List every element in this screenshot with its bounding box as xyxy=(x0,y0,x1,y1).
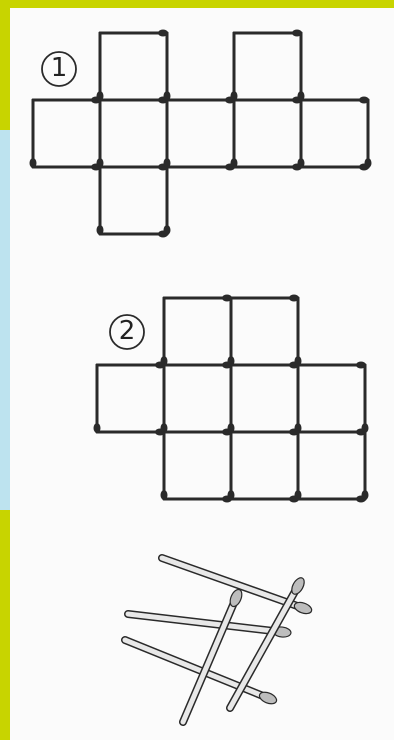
loose-matchstick xyxy=(128,614,282,632)
match-head xyxy=(30,158,37,168)
puzzle-2-number: 2 xyxy=(109,314,145,350)
match-head xyxy=(362,490,369,500)
match-head xyxy=(161,490,168,500)
loose-matchsticks-icon xyxy=(125,558,313,722)
match-head xyxy=(365,158,372,168)
match-head xyxy=(164,225,171,235)
puzzle-1-matchstick-figure xyxy=(30,30,372,238)
puzzle-1-number: 1 xyxy=(41,51,77,87)
match-head xyxy=(94,423,101,433)
match-head xyxy=(97,225,104,235)
loose-matchstick xyxy=(230,586,298,708)
